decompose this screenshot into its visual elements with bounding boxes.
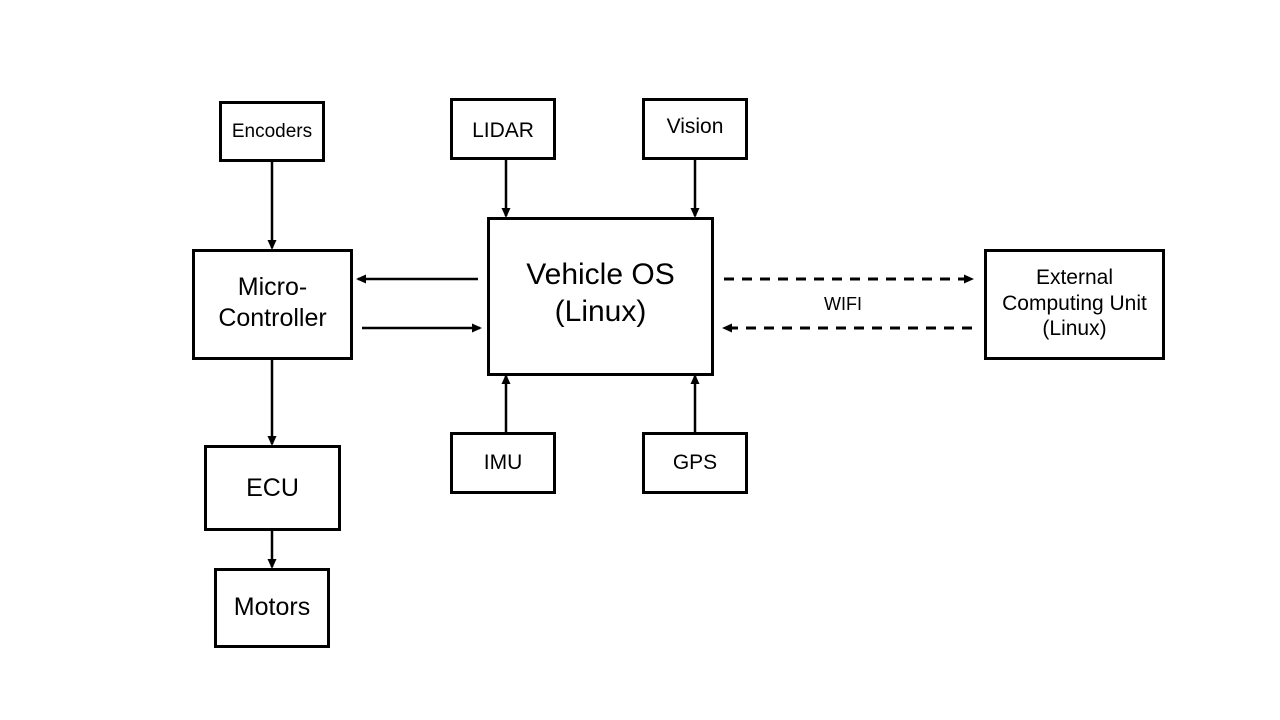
encoders-label: Encoders — [231, 120, 313, 142]
micro-controller-label-line-2: Controller — [218, 303, 327, 332]
ecu-node: ECU — [204, 445, 341, 531]
imu-node: IMU — [450, 432, 556, 494]
imu-label: IMU — [483, 451, 523, 475]
external-unit-label-line-3: (Linux) — [1042, 317, 1107, 341]
motors-node: Motors — [214, 568, 330, 648]
micro-controller-label-line-1: Micro- — [237, 273, 308, 301]
vehicle-os-label-line-1: Vehicle OS — [526, 257, 675, 291]
gps-node: GPS — [642, 432, 748, 494]
external-unit-label-line-1: External — [1035, 266, 1114, 290]
wifi-link-label: WIFI — [824, 294, 862, 314]
motors-label: Motors — [233, 592, 311, 621]
external-computing-unit-node: External Computing Unit (Linux) — [984, 249, 1165, 360]
external-unit-label-line-2: Computing Unit — [1002, 291, 1147, 315]
gps-label: GPS — [672, 451, 718, 475]
lidar-label: LIDAR — [472, 119, 534, 143]
vehicle-os-node: Vehicle OS (Linux) — [487, 217, 714, 376]
encoders-node: Encoders — [219, 101, 325, 162]
vision-node: Vision — [642, 98, 748, 160]
ecu-label: ECU — [246, 474, 299, 503]
lidar-node: LIDAR — [450, 98, 556, 160]
micro-controller-node: Micro- Controller — [192, 249, 353, 360]
vehicle-os-label-line-2: (Linux) — [554, 294, 647, 328]
vision-label: Vision — [666, 115, 724, 139]
